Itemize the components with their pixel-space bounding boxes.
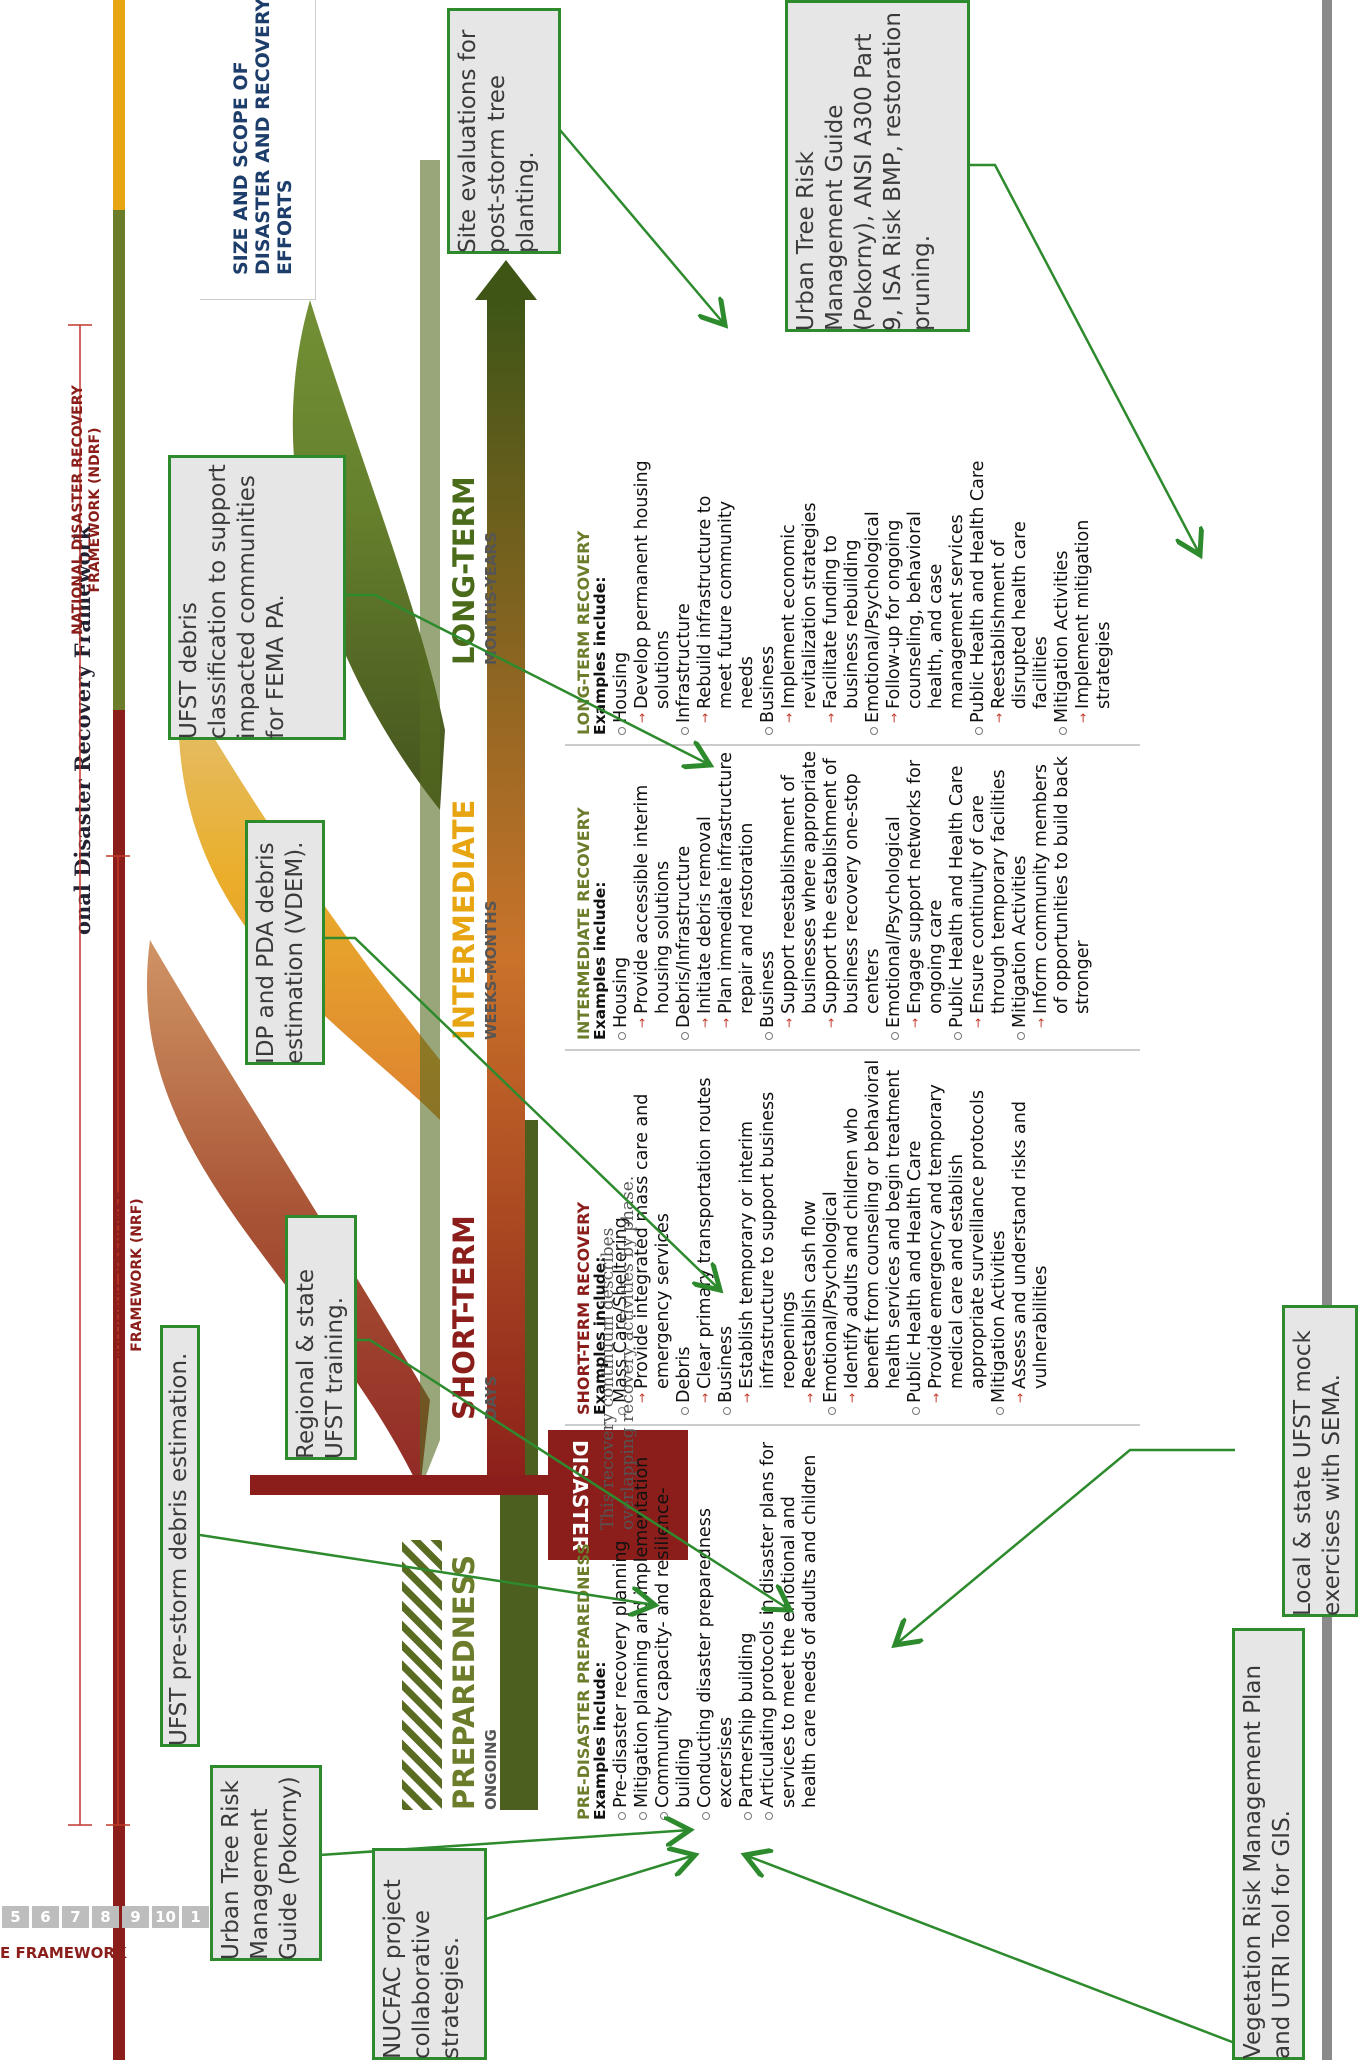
callout-idp-pda: IDP and PDA debris estimation (VDEM). <box>245 820 325 1065</box>
connector-ufst-prestorm <box>199 1533 655 1605</box>
callout-ufst-prestorm: UFST pre-storm debris estimation. <box>160 1325 200 1747</box>
page-number-tab[interactable]: 10 <box>152 1906 179 1928</box>
disaster-label-box <box>548 1430 688 1560</box>
connector-local-mock <box>895 1448 1235 1645</box>
connector-regional-training <box>350 1338 790 1610</box>
phase-ground <box>420 160 440 1490</box>
callout-text: Local & state UFST mock exercises with S… <box>1290 1330 1345 1616</box>
callout-text: Regional & state UFST training. <box>293 1268 348 1459</box>
callout-text: Urban Tree Risk Management Guide (Pokorn… <box>218 1776 302 1960</box>
page-number-tab[interactable]: 9 <box>122 1906 149 1928</box>
callout-veg-plan: Vegetation Risk Management Plan and UTRI… <box>1232 1628 1305 2060</box>
connector-idp-pda <box>325 936 720 1290</box>
connector-urban-guide-ansi <box>970 163 1200 555</box>
connector-site-eval <box>559 129 725 325</box>
callout-text: Urban Tree Risk Management Guide (Pokorn… <box>793 12 935 331</box>
recovery-arrow-shaft <box>487 300 525 1490</box>
callout-text: UFST debris classification to support im… <box>176 464 289 739</box>
page-number-tab[interactable]: 6 <box>32 1906 59 1928</box>
preparedness-hatch <box>402 1540 442 1810</box>
callout-text: Site evaluations for post-storm tree pla… <box>455 29 539 253</box>
callout-text: Vegetation Risk Management Plan and UTRI… <box>1240 1664 1295 2059</box>
callout-text: NUCFAC project collaborative strategies. <box>380 1879 464 2059</box>
callout-text: UFST pre-storm debris estimation. <box>166 1352 192 1746</box>
callout-nucfac: NUCFAC project collaborative strategies. <box>372 1848 487 2060</box>
page-number-tab[interactable]: 5 <box>2 1906 29 1928</box>
long-term-shape <box>292 300 445 810</box>
callout-regional-training: Regional & state UFST training. <box>285 1215 357 1460</box>
callout-site-eval: Site evaluations for post-storm tree pla… <box>447 8 561 254</box>
connector-veg-plan <box>745 1855 1241 2047</box>
connector-ufst-debris-class <box>345 593 710 765</box>
connector-nucfac <box>449 1855 695 1932</box>
recovery-arrow-head <box>475 260 537 300</box>
callout-urban-guide: Urban Tree Risk Management Guide (Pokorn… <box>210 1765 322 1961</box>
callout-urban-guide-ansi: Urban Tree Risk Management Guide (Pokorn… <box>785 0 970 332</box>
page-number-tab[interactable]: 7 <box>62 1906 89 1928</box>
disaster-bar <box>250 1475 548 1495</box>
footer-label: E FRAMEWORK <box>0 1944 127 1962</box>
callout-text: IDP and PDA debris estimation (VDEM). <box>253 841 308 1065</box>
callout-local-mock: Local & state UFST mock exercises with S… <box>1282 1305 1358 1617</box>
page-number-tab[interactable]: 1 <box>182 1906 209 1928</box>
page-number-tab[interactable]: 8 <box>92 1906 119 1928</box>
callout-ufst-debris-class: UFST debris classification to support im… <box>168 455 346 740</box>
